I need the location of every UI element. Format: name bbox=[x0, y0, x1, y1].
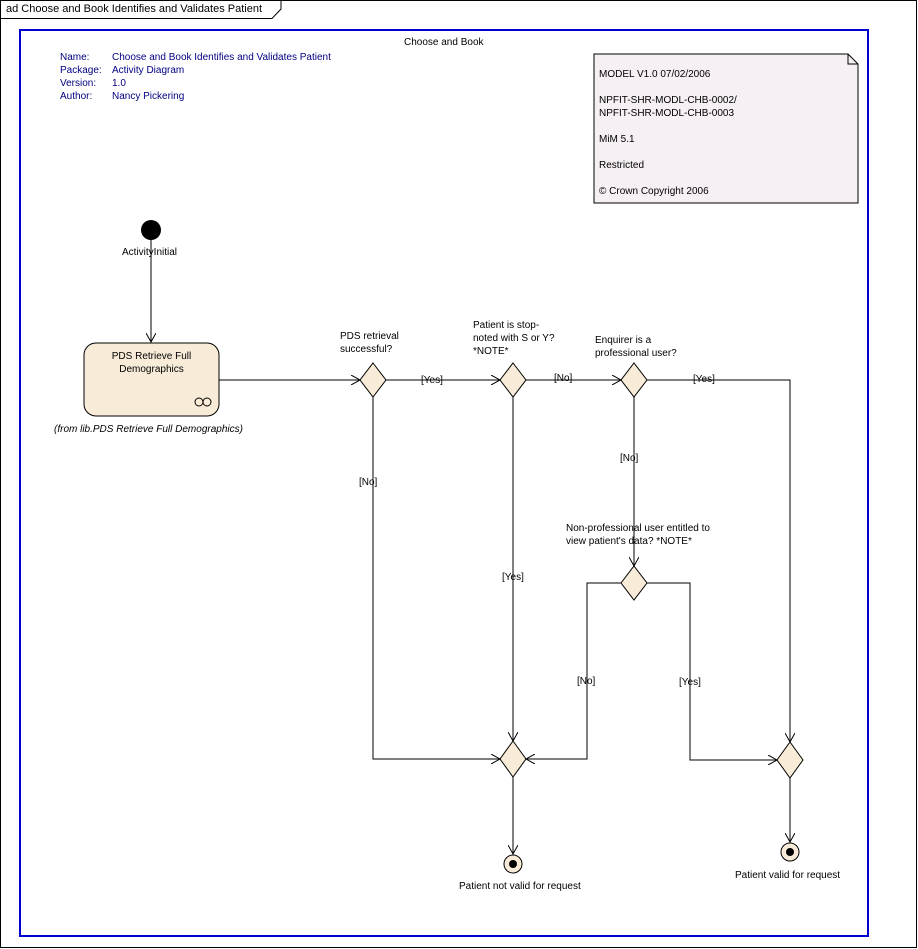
decision-entitled[interactable] bbox=[620, 565, 648, 601]
package-title: Choose and Book bbox=[404, 37, 484, 48]
flow-d3-yes bbox=[647, 379, 790, 742]
d2-label-line1: Patient is stop- bbox=[473, 320, 540, 331]
meta-key-package: Package: bbox=[60, 65, 102, 76]
guard-d3-yes: [Yes] bbox=[693, 374, 715, 385]
d4-label-line1: Non-professional user entitled to bbox=[566, 523, 710, 534]
decision-stop-noted[interactable] bbox=[499, 362, 527, 398]
meta-key-name: Name: bbox=[60, 52, 90, 63]
note-line-restricted: Restricted bbox=[599, 160, 645, 171]
guard-d2-no: [No] bbox=[554, 373, 573, 384]
activity-label-line1: PDS Retrieve Full bbox=[111, 351, 192, 362]
guard-d2-yes: [Yes] bbox=[502, 572, 524, 583]
note-fold bbox=[847, 54, 858, 65]
d1-label-line2: successful? bbox=[340, 344, 393, 355]
note-line-copyright: © Crown Copyright 2006 bbox=[599, 186, 709, 197]
note-line-ref1: NPFIT-SHR-MODL-CHB-0002/ bbox=[599, 95, 737, 106]
guard-d4-yes: [Yes] bbox=[679, 677, 701, 688]
merge-not-valid[interactable] bbox=[499, 740, 527, 778]
decision-professional-user[interactable] bbox=[620, 362, 648, 398]
call-behavior-icon bbox=[194, 397, 212, 407]
meta-key-author: Author: bbox=[60, 91, 93, 102]
decision-pds-retrieval[interactable] bbox=[359, 362, 387, 398]
d3-label-line1: Enquirer is a bbox=[595, 335, 652, 346]
final-not-valid-label: Patient not valid for request bbox=[459, 881, 581, 892]
frame-tab bbox=[0, 0, 282, 19]
guard-d3-no: [No] bbox=[620, 453, 639, 464]
flow-d1-no bbox=[372, 397, 500, 759]
guard-d1-no: [No] bbox=[359, 477, 378, 488]
note-box[interactable] bbox=[593, 53, 859, 204]
meta-value-package: Activity Diagram bbox=[112, 65, 185, 76]
activity-source-label: (from lib.PDS Retrieve Full Demographics… bbox=[54, 424, 243, 435]
initial-node[interactable] bbox=[141, 220, 161, 240]
meta-value-author: Nancy Pickering bbox=[112, 91, 185, 102]
package-boundary bbox=[19, 29, 869, 937]
flow-d4-yes bbox=[647, 582, 777, 760]
initial-node-label: ActivityInitial bbox=[122, 247, 178, 258]
note-line-model: MODEL V1.0 07/02/2006 bbox=[599, 69, 711, 80]
meta-value-name: Choose and Book Identifies and Validates… bbox=[112, 52, 331, 63]
d4-label-line2: view patient's data? *NOTE* bbox=[566, 536, 692, 547]
final-node-valid[interactable] bbox=[780, 842, 800, 862]
merge-valid[interactable] bbox=[776, 741, 804, 779]
note-line-mim: MiM 5.1 bbox=[599, 134, 635, 145]
guard-d4-no: [No] bbox=[577, 676, 596, 687]
meta-key-version: Version: bbox=[60, 78, 97, 89]
d3-label-line2: professional user? bbox=[595, 348, 677, 359]
d1-label-line1: PDS retrieval bbox=[340, 331, 399, 342]
d2-label-line3: *NOTE* bbox=[473, 346, 509, 357]
meta-value-version: 1.0 bbox=[112, 78, 126, 89]
d2-label-line2: noted with S or Y? bbox=[473, 333, 555, 344]
final-node-not-valid[interactable] bbox=[503, 854, 523, 874]
frame-title: ad Choose and Book Identifies and Valida… bbox=[6, 3, 263, 15]
activity-label-line2: Demographics bbox=[119, 364, 184, 375]
guard-d1-yes: [Yes] bbox=[421, 375, 443, 386]
flow-d4-no bbox=[526, 582, 621, 759]
final-valid-label: Patient valid for request bbox=[735, 870, 841, 881]
note-line-ref2: NPFIT-SHR-MODL-CHB-0003 bbox=[599, 108, 735, 119]
